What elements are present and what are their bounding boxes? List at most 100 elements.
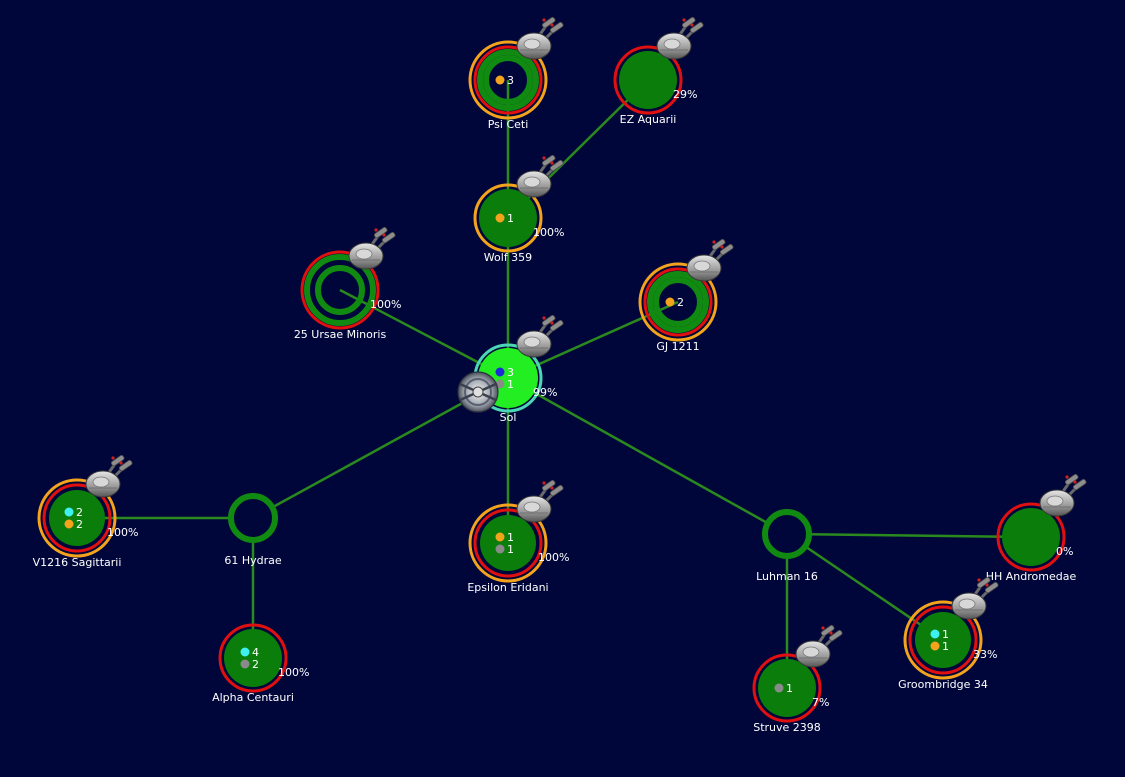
fleet-pip-blue: [495, 367, 505, 377]
system-name-label: Psi Ceti: [488, 118, 529, 131]
star-system-luhman-16[interactable]: Luhman 16: [756, 509, 818, 583]
system-name-label: Luhman 16: [756, 570, 818, 583]
hyperlane-sol-to-luhman-16: [507, 376, 788, 536]
starship-icon[interactable]: [795, 624, 843, 668]
system-ring-red: [752, 653, 822, 723]
starship-icon[interactable]: [1039, 473, 1087, 517]
system-name-label: Struve 2398: [753, 721, 821, 734]
starship-icon[interactable]: [516, 479, 564, 523]
system-name-label: GJ 1211: [656, 340, 699, 353]
system-percent: 7%: [812, 696, 829, 709]
system-percent: 0%: [1056, 545, 1073, 558]
hyperlane-luhman-16-to-groombridge-34: [786, 532, 944, 642]
system-name-label: V1216 Sagittarii: [33, 556, 122, 569]
system-name-label: EZ Aquarii: [620, 113, 677, 126]
starship-icon[interactable]: [656, 16, 704, 60]
fleet-count: 1: [942, 628, 949, 641]
planet-disc: [479, 189, 537, 247]
system-name-label: Epsilon Eridani: [467, 581, 548, 594]
fleet-count: 3: [507, 74, 514, 87]
fleet-pip-orange: [64, 519, 74, 529]
planet-disc: [480, 515, 536, 571]
system-percent: 33%: [973, 648, 997, 661]
fleet-count: 4: [252, 646, 259, 659]
fleet-count: 1: [786, 682, 793, 695]
system-ring-inner: [653, 277, 703, 327]
fleet-count: 2: [76, 506, 83, 519]
system-ring-green: [762, 509, 812, 559]
system-name-label: Groombridge 34: [898, 678, 988, 691]
system-name-label: 25 Ursae Minoris: [294, 328, 387, 341]
fleet-count: 1: [507, 543, 514, 556]
system-ring-orange: [468, 503, 548, 583]
star-system-hh-andromedae[interactable]: 0% HH Andromedae: [986, 473, 1087, 583]
system-ring-red: [613, 45, 683, 115]
system-ring-red: [473, 45, 543, 115]
fleet-pip-gray: [774, 683, 784, 693]
system-ring-orange: [903, 600, 983, 680]
system-percent: 100%: [370, 298, 401, 311]
fleet-count: 2: [252, 658, 259, 671]
fleet-count: 2: [677, 296, 684, 309]
fleet-pip-gray: [495, 544, 505, 554]
starship-icon[interactable]: [348, 226, 396, 270]
star-system-ez-aquarii[interactable]: 29%EZ Aquarii: [613, 16, 704, 126]
fleet-pip-orange: [930, 641, 940, 651]
fleet-pip-orange: [495, 75, 505, 85]
system-name-label: HH Andromedae: [986, 570, 1077, 583]
system-ring-red: [996, 502, 1066, 572]
planet-disc: [49, 490, 105, 546]
system-ring-red: [42, 483, 112, 553]
hyperlane-luhman-16-to-hh-andromedae: [786, 532, 1032, 539]
planet-disc: [758, 659, 816, 717]
fleet-pip-orange: [665, 297, 675, 307]
system-percent: 100%: [533, 226, 564, 239]
space-station-icon[interactable]: [457, 371, 499, 413]
system-name-label: 61 Hydrae: [224, 554, 282, 567]
star-system-struve-2398[interactable]: 1 7% Struve 2398: [752, 624, 843, 734]
hyperlane-layer: [77, 79, 1032, 688]
system-ring-green: [304, 254, 376, 326]
system-percent: 100%: [107, 526, 138, 539]
star-system-25-ursae-minoris[interactable]: 100% 25 Ursae Minoris: [294, 226, 402, 341]
fleet-pip-gray: [240, 659, 250, 669]
system-ring-green: [228, 493, 278, 543]
fleet-pip-cyan: [64, 507, 74, 517]
starship-icon[interactable]: [951, 576, 999, 620]
system-ring-orange: [638, 262, 718, 342]
planet-disc: [915, 612, 971, 668]
planet-disc: [224, 629, 282, 687]
system-ring-red: [908, 605, 978, 675]
system-ring-orange: [37, 478, 117, 558]
starship-icon[interactable]: [516, 16, 564, 60]
system-ring-green: [647, 271, 709, 333]
starship-icon[interactable]: [686, 238, 734, 282]
fleet-count: 1: [507, 531, 514, 544]
system-ring-green: [477, 49, 539, 111]
fleet-pip-orange: [495, 532, 505, 542]
starship-icon[interactable]: [516, 154, 564, 198]
fleet-count: 1: [507, 378, 514, 391]
system-name-label: Alpha Centauri: [212, 691, 294, 704]
system-ring-red: [473, 508, 543, 578]
hyperlane-sol-to-gj-1211: [507, 300, 679, 380]
starship-icon[interactable]: [85, 454, 133, 498]
starship-icon[interactable]: [516, 314, 564, 358]
fleet-pip-orange: [495, 213, 505, 223]
system-ring-inner: [315, 265, 365, 315]
system-ring-red: [643, 267, 713, 337]
system-ring-inner: [483, 55, 533, 105]
star-system-gj-1211[interactable]: 2 GJ 1211: [638, 238, 734, 353]
system-name-label: Sol: [500, 411, 517, 424]
star-system-61-hydrae[interactable]: 61 Hydrae: [224, 493, 282, 567]
fleet-pip-cyan: [930, 629, 940, 639]
